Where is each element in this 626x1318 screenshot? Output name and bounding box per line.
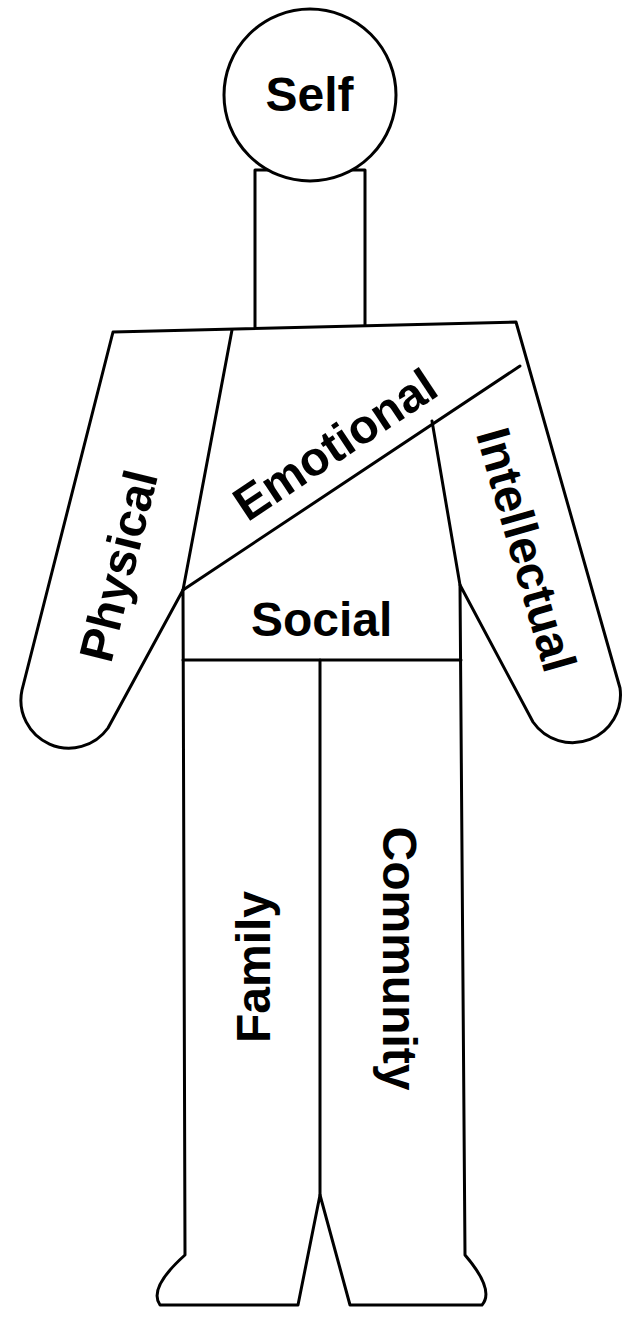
region-label: Intellectual [466, 422, 586, 685]
region-label: Family [229, 882, 279, 1043]
head-circle [224, 9, 396, 181]
hip-divider [183, 659, 461, 662]
leg-region: Community [367, 822, 426, 1102]
arm-region: Physical [68, 452, 176, 671]
region-label: Social [251, 595, 401, 645]
region-label: Emotional [224, 354, 453, 529]
neck [255, 170, 365, 332]
body-outline [21, 322, 621, 1305]
arm-region: Intellectual [459, 418, 589, 691]
left-arm-divider [183, 330, 232, 590]
right-arm-divider [432, 421, 460, 585]
chest-band: Emotional [220, 351, 460, 538]
region-label: Self [266, 70, 363, 120]
head-region: Self [262, 68, 367, 127]
torso-region: Social [247, 593, 405, 652]
chest-divider [183, 366, 520, 590]
leg-divider [319, 660, 322, 1195]
region-label: Community [373, 826, 423, 1098]
leg-region: Family [227, 878, 286, 1047]
region-label: Physical [71, 457, 169, 666]
